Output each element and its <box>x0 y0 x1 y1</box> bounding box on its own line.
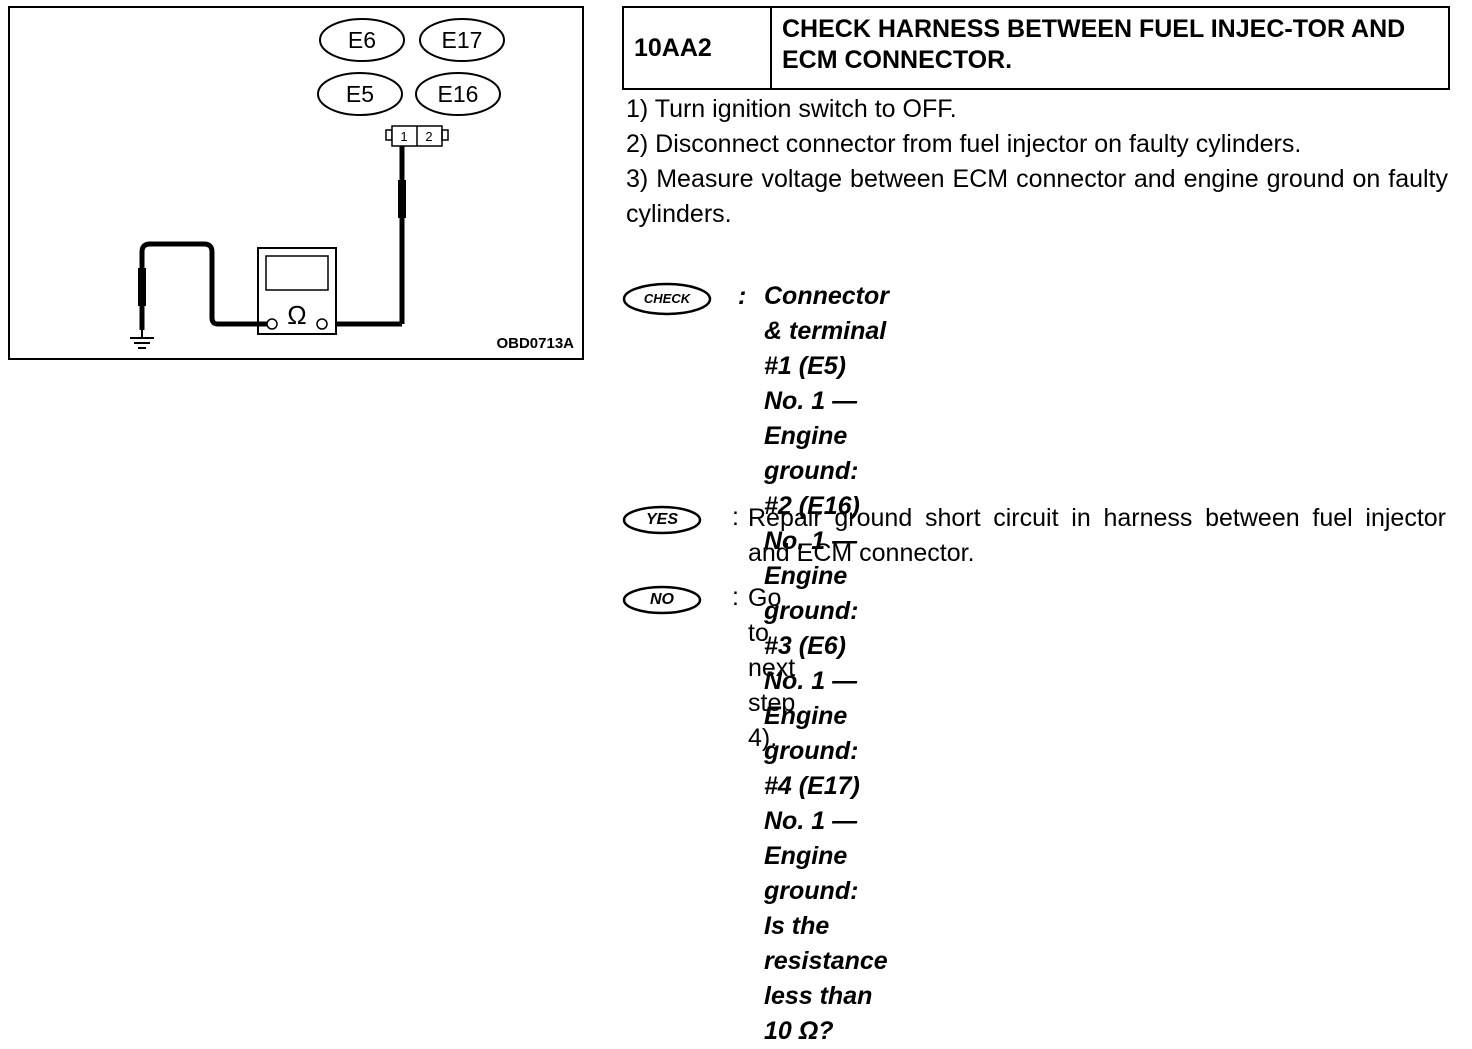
check-line-2: #1 (E5) No. 1 — Engine ground: <box>764 352 859 485</box>
step-id: 10AA2 <box>624 8 772 88</box>
figure-code: OBD0713A <box>496 335 574 352</box>
svg-text:E16: E16 <box>438 81 479 107</box>
check-badge-label: CHECK <box>643 291 691 306</box>
instruction-3: 3) Measure voltage between ECM connector… <box>626 165 1448 228</box>
probe-lead-left <box>138 241 267 330</box>
connector-label-e6: E6 <box>319 18 405 62</box>
probe-lead-right <box>334 146 406 327</box>
ohmmeter: Ω <box>257 247 337 335</box>
instruction-1: 1) Turn ignition switch to OFF. <box>626 95 957 123</box>
pin-1-label: 1 <box>400 129 407 144</box>
instruction-list: 1) Turn ignition switch to OFF. 2) Disco… <box>626 92 1448 232</box>
svg-text:E5: E5 <box>346 81 374 107</box>
ground-icon <box>130 330 154 349</box>
ohmmeter-diagram: E6 E17 E5 E16 1 2 <box>130 18 505 349</box>
yes-colon: : <box>732 503 739 531</box>
injector-connector: 1 2 <box>385 125 449 147</box>
pin-2-label: 2 <box>425 129 432 144</box>
svg-text:E6: E6 <box>348 27 376 53</box>
connector-label-e5: E5 <box>317 72 403 116</box>
wiring-diagram: E6 E17 E5 E16 1 2 <box>8 6 584 360</box>
check-line-5: #4 (E17) No. 1 — Engine ground: <box>764 772 860 905</box>
step-title: CHECK HARNESS BETWEEN FUEL INJEC-TOR AND… <box>782 15 1406 74</box>
no-badge: NO <box>622 583 712 617</box>
check-colon: : <box>738 282 747 310</box>
yes-badge: YES <box>622 503 712 537</box>
check-line-6: Is the resistance less than 10 Ω? <box>764 912 888 1045</box>
no-text: Go to next step 4). <box>748 584 796 752</box>
ohm-symbol: Ω <box>287 300 306 330</box>
no-badge-label: NO <box>650 591 674 608</box>
connector-label-e17: E17 <box>419 18 505 62</box>
instruction-2: 2) Disconnect connector from fuel inject… <box>626 130 1302 158</box>
yes-text: Repair ground short circuit in harness b… <box>748 504 1446 567</box>
connector-label-e16: E16 <box>415 72 501 116</box>
no-colon: : <box>732 583 739 611</box>
check-badge: CHECK <box>622 282 712 316</box>
check-line-3: #2 (E16) No. 1 — Engine ground: <box>764 492 860 625</box>
svg-text:E17: E17 <box>442 27 483 53</box>
step-header: 10AA2 CHECK HARNESS BETWEEN FUEL INJEC-T… <box>622 6 1450 90</box>
check-line-1: Connector & terminal <box>764 282 889 345</box>
yes-badge-label: YES <box>645 511 678 528</box>
